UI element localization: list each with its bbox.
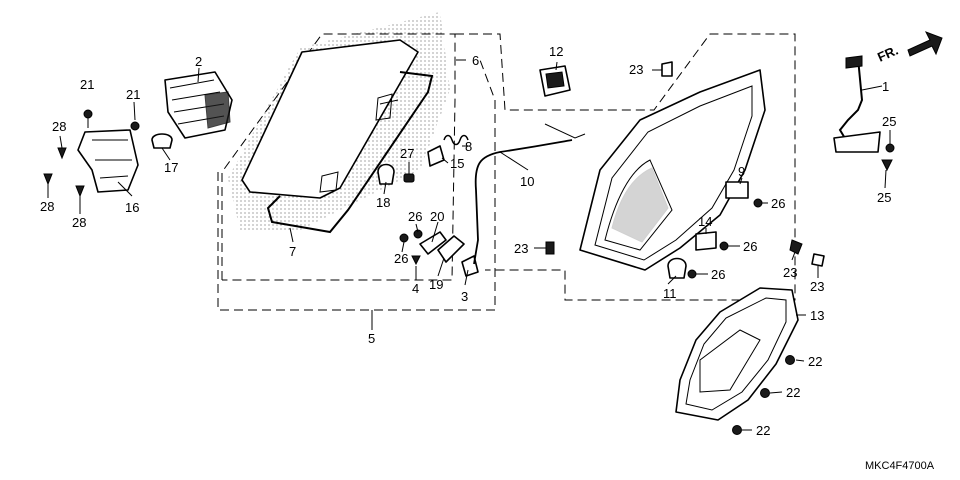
callout-7: 7: [289, 244, 296, 259]
harness-part-1: [838, 56, 873, 142]
callout-10: 10: [520, 174, 534, 189]
screw-part-22c: [732, 425, 742, 435]
callout-16: 16: [125, 200, 139, 215]
clip-part-23d: [811, 253, 825, 267]
plate-part-9: [725, 181, 749, 199]
side-panel-inner: [579, 69, 766, 271]
callout-15: 15: [450, 156, 464, 171]
callout-11: 11: [663, 286, 677, 301]
group-outline-5: [217, 59, 496, 311]
callout-3: 3: [461, 289, 468, 304]
callout-26c: 26: [771, 196, 785, 211]
callout-23a: 23: [629, 62, 643, 77]
harness-bracket: [833, 131, 881, 153]
screw-part-4: [411, 255, 421, 266]
screw-part-26e: [687, 269, 697, 279]
callout-6: 6: [472, 53, 479, 68]
callout-18: 18: [376, 195, 390, 210]
callout-22c: 22: [756, 423, 770, 438]
callout-4: 4: [412, 281, 419, 296]
spring-part-8: [443, 134, 469, 146]
callout-20: 20: [430, 209, 444, 224]
callout-26b: 26: [394, 251, 408, 266]
connector: [845, 55, 863, 69]
callout-26a: 26: [408, 209, 422, 224]
group-outline-right-panel: [455, 33, 796, 301]
callout-26d: 26: [743, 239, 757, 254]
callout-21b: 21: [126, 87, 140, 102]
callout-19: 19: [429, 277, 443, 292]
clip-part-23c: [789, 239, 803, 255]
lower-cover-part-13: [675, 287, 799, 421]
screw-part-22a: [785, 355, 795, 365]
grommet-part-11: [667, 257, 687, 279]
clip-part-17: [151, 133, 173, 149]
clip-part-18: [377, 163, 395, 185]
callout-21a: 21: [80, 77, 94, 92]
lever-part-19: [437, 235, 465, 263]
screw-part-25b: [881, 159, 893, 172]
callout-12: 12: [549, 44, 563, 59]
glass-panel-part-6: [241, 39, 419, 199]
leader-lines: [47, 59, 891, 431]
screw-part-26a: [399, 233, 409, 243]
callout-13: 13: [810, 308, 824, 323]
bracket-part-16: [77, 129, 139, 193]
clip-part-23b: [545, 241, 555, 255]
grommet-part-27: [403, 173, 415, 183]
callout-25b: 25: [877, 190, 891, 205]
screw-part-28b: [43, 173, 53, 186]
callout-28b: 28: [40, 199, 54, 214]
switch-part-12-body: [545, 71, 565, 89]
callout-28c: 28: [72, 215, 86, 230]
cable-end: [544, 123, 586, 139]
screw-part-26d: [719, 241, 729, 251]
screw-part-22b: [760, 388, 770, 398]
callout-9: 9: [738, 164, 745, 179]
frame-rod-part-7: [266, 71, 434, 234]
callout-1: 1: [882, 79, 889, 94]
callout-28a: 28: [52, 119, 66, 134]
screw-part-25a: [885, 143, 895, 153]
clip-part-23a: [661, 61, 673, 77]
screw-part-21a: [83, 109, 93, 128]
callout-23d: 23: [810, 279, 824, 294]
screw-part-26c: [753, 198, 763, 208]
drawing-code: MKC4F4700A: [865, 460, 935, 472]
callout-8: 8: [465, 139, 472, 154]
screw-part-28a: [57, 147, 67, 160]
callout-22a: 22: [808, 354, 822, 369]
callout-25a: 25: [882, 114, 896, 129]
control-unit-part-2: [164, 71, 233, 139]
front-direction-label: FR.: [875, 43, 900, 65]
front-direction-arrow: FR.: [875, 31, 943, 65]
clip-part-15: [427, 145, 445, 167]
callout-14: 14: [698, 214, 712, 229]
screw-part-28c: [75, 185, 85, 198]
callout-27: 27: [400, 146, 414, 161]
callout-labels: 1 2 3 4 5 6 7 8 9 10 11 12 13 14 15 16 1…: [40, 44, 896, 438]
callout-26e: 26: [711, 267, 725, 282]
callout-2: 2: [195, 54, 202, 69]
callout-23b: 23: [514, 241, 528, 256]
cable-part-10: [473, 139, 573, 265]
callout-22b: 22: [786, 385, 800, 400]
plate-part-14: [695, 231, 717, 251]
callout-17: 17: [164, 160, 178, 175]
callout-23c: 23: [783, 265, 797, 280]
screw-part-21b: [130, 121, 140, 131]
callout-5: 5: [368, 331, 375, 346]
